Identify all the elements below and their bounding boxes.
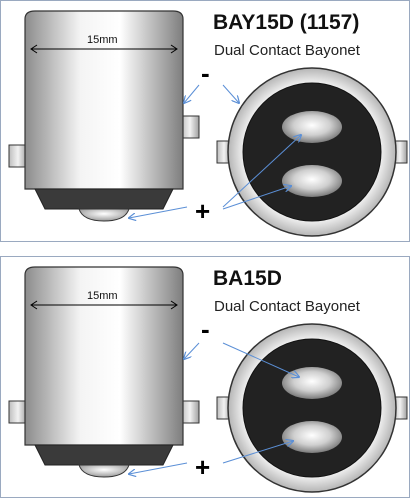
bay15d-diagram-panel: 15mm BAY15D (1157) Dual Contact Bayonet …: [0, 0, 410, 242]
positive-arrow-pad-bottom: [222, 441, 293, 464]
end-view-insulator: [242, 82, 382, 222]
negative-sign: -: [201, 314, 210, 344]
contact-pad-top: [282, 111, 342, 143]
positive-arrow-pad-top: [222, 135, 301, 208]
contact-pad-bottom: [282, 421, 342, 453]
cap-cylinder: [24, 266, 184, 446]
negative-arrow-cap: [184, 84, 200, 103]
positive-arrow-tip: [129, 206, 188, 218]
center-contact-tip: [78, 464, 130, 478]
bayonet-pin-right: [180, 400, 200, 424]
diagram-title: BA15D: [213, 267, 282, 290]
insulator-base: [34, 444, 174, 466]
diagram-title: BAY15D (1157): [213, 11, 360, 34]
negative-arrow-cap: [184, 342, 200, 359]
positive-sign: +: [195, 452, 211, 482]
negative-arrow-ring: [222, 84, 239, 103]
bayonet-pin-left: [8, 400, 28, 424]
end-view-insulator: [242, 338, 382, 478]
negative-arrow-pad-top: [222, 342, 299, 377]
ba15d-illustration: [8, 266, 408, 493]
positive-arrow-pad-bottom: [222, 186, 291, 210]
bayonet-pin-left: [8, 144, 28, 168]
diagram-subtitle: Dual Contact Bayonet: [214, 298, 360, 315]
contact-pad-bottom: [282, 165, 342, 197]
dimension-label: 15mm: [87, 290, 118, 302]
insulator-base: [34, 188, 174, 210]
bay15d-illustration: [8, 10, 408, 237]
contact-pad-top: [282, 367, 342, 399]
cap-cylinder: [24, 10, 184, 190]
positive-arrow-tip: [129, 462, 188, 474]
bayonet-pin-right: [180, 115, 200, 139]
dimension-label: 15mm: [87, 34, 118, 46]
ba15d-diagram-panel: 15mm BA15D Dual Contact Bayonet - +: [0, 256, 410, 498]
positive-sign: +: [195, 196, 211, 226]
negative-sign: -: [201, 58, 210, 88]
diagram-subtitle: Dual Contact Bayonet: [214, 42, 360, 59]
center-contact-tip: [78, 208, 130, 222]
